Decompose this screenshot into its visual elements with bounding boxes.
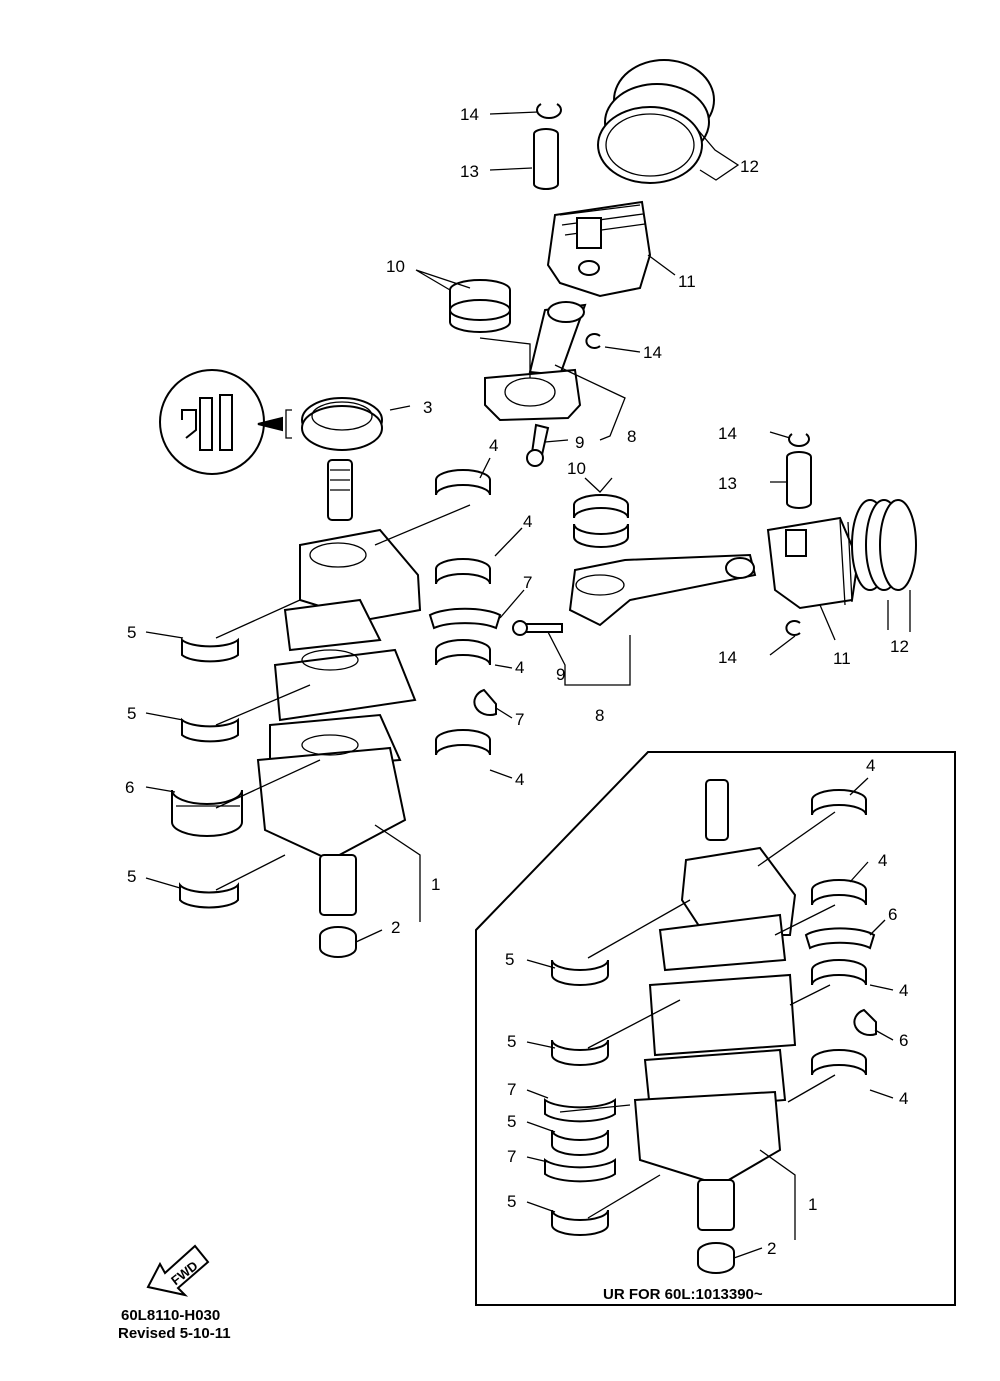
callout-13: 13 <box>718 474 737 493</box>
callout-5: 5 <box>507 1032 516 1051</box>
callout-8: 8 <box>627 427 636 446</box>
piston-pin-clip-lower <box>585 333 601 349</box>
callout-10: 10 <box>386 257 405 276</box>
callout-14: 14 <box>718 648 737 667</box>
piston-pin-right <box>786 451 812 509</box>
callout-14: 14 <box>460 105 479 124</box>
callout-2: 2 <box>391 918 400 937</box>
callout-4: 4 <box>899 1089 908 1108</box>
callout-4: 4 <box>866 756 875 775</box>
piston-pin-clip-top <box>536 103 562 119</box>
callouts-inset: 4 4 6 4 6 4 5 5 7 5 7 5 1 2 UR FOR 60L:1… <box>505 756 908 1303</box>
con-rod-bolt-top <box>526 423 550 467</box>
diagram-code: 60L8110-H030 <box>121 1307 220 1324</box>
piston-rings-right <box>851 499 917 591</box>
callout-7: 7 <box>507 1080 516 1099</box>
callout-5: 5 <box>507 1112 516 1131</box>
inset-bearings-right <box>804 789 877 1076</box>
callout-7: 7 <box>523 573 532 592</box>
connecting-rod-right <box>568 553 757 627</box>
crankshaft-oil-seal <box>301 397 383 451</box>
main-bearing-upper-right <box>435 469 491 756</box>
callout-9: 9 <box>575 433 584 452</box>
connecting-rod-top <box>484 301 587 422</box>
callout-9: 9 <box>556 665 565 684</box>
crankshaft-bottom-bushing <box>319 926 357 958</box>
callout-3: 3 <box>423 398 432 417</box>
piston-pin-clip-right-bottom <box>785 620 801 636</box>
callout-14: 14 <box>718 424 737 443</box>
callout-6: 6 <box>888 905 897 924</box>
inset-crankshaft <box>633 779 797 1231</box>
callout-1: 1 <box>808 1195 817 1214</box>
callout-13: 13 <box>460 162 479 181</box>
callout-12: 12 <box>890 637 909 656</box>
piston-top <box>546 200 652 298</box>
con-rod-bolt-right <box>512 620 563 636</box>
callouts-main: 14 13 12 11 14 10 3 8 9 14 13 10 4 4 7 4… <box>125 105 909 937</box>
callout-11: 11 <box>678 272 696 291</box>
connecting-rod-bearing-top <box>449 279 511 333</box>
callout-4: 4 <box>899 981 908 1000</box>
callout-7: 7 <box>515 710 524 729</box>
callout-14: 14 <box>643 343 662 362</box>
inset-bearings-left <box>544 959 616 1236</box>
fwd-arrow-icon: FWD <box>146 1244 210 1297</box>
inset-bushing <box>697 1242 735 1274</box>
revision-date: Revised 5-10-11 <box>118 1325 231 1342</box>
oil-seal-detail-bubble <box>159 369 292 475</box>
leader-lines-main <box>145 111 911 943</box>
piston-pin-top <box>533 128 559 190</box>
callout-4: 4 <box>523 512 532 531</box>
callout-11: 11 <box>833 649 851 668</box>
main-bearing-lower-left <box>179 637 239 909</box>
callout-4: 4 <box>515 770 524 789</box>
callout-5: 5 <box>127 623 136 642</box>
callout-2: 2 <box>767 1239 776 1258</box>
piston-rings-top <box>597 59 715 184</box>
thrust-bearing-left <box>171 789 243 837</box>
callout-5: 5 <box>127 704 136 723</box>
callout-7: 7 <box>507 1147 516 1166</box>
inset-panel <box>475 751 956 1306</box>
callout-8: 8 <box>595 706 604 725</box>
callout-4: 4 <box>878 851 887 870</box>
thrust-washer-right <box>428 607 502 716</box>
inset-leader-lines <box>526 777 894 1259</box>
callout-4: 4 <box>489 436 498 455</box>
callout-5: 5 <box>127 867 136 886</box>
callout-5: 5 <box>505 950 514 969</box>
piston-right <box>766 516 860 610</box>
callout-6: 6 <box>899 1031 908 1050</box>
callout-12: 12 <box>740 157 759 176</box>
crankshaft-main <box>256 459 422 916</box>
callout-5: 5 <box>507 1192 516 1211</box>
connecting-rod-bearing-right <box>573 494 629 548</box>
callout-1: 1 <box>431 875 440 894</box>
callout-4: 4 <box>515 658 524 677</box>
callout-6: 6 <box>125 778 134 797</box>
piston-pin-clip-right-top <box>788 433 810 447</box>
inset-caption: UR FOR 60L:1013390~ <box>603 1286 763 1303</box>
callout-10: 10 <box>567 459 586 478</box>
